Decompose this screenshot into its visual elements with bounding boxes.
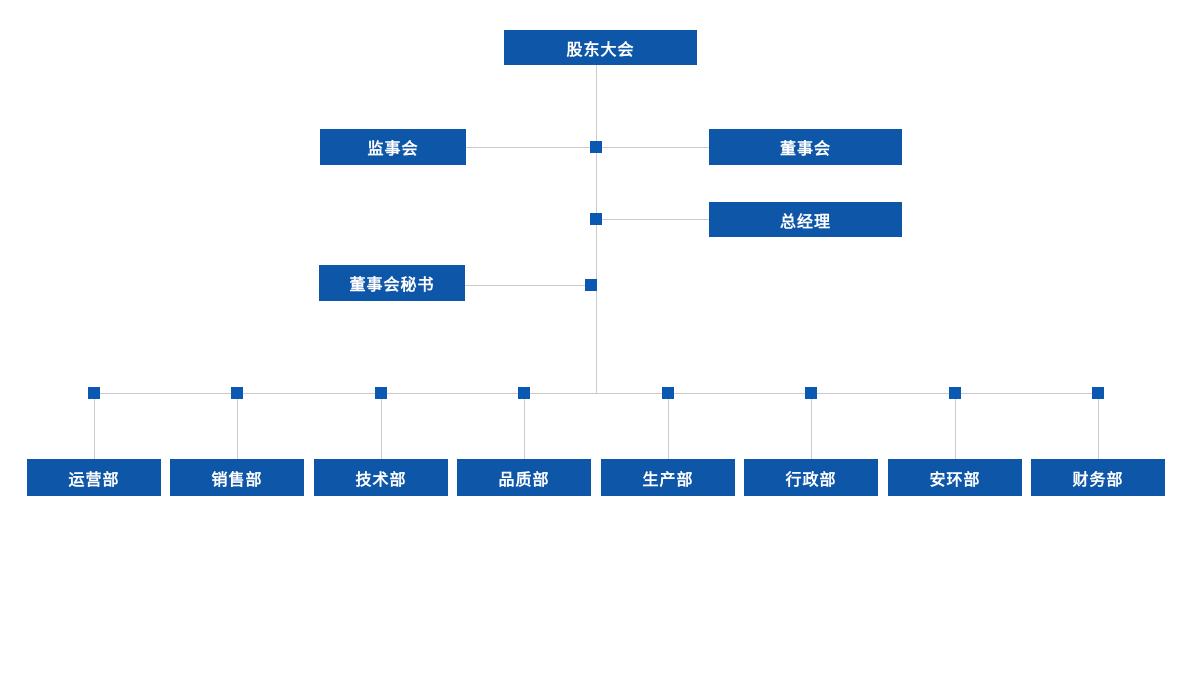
junction-node-dept-6: [805, 387, 817, 399]
connector-drop-dept-1: [94, 393, 95, 459]
junction-node-dept-5: [662, 387, 674, 399]
junction-node-dept-4: [518, 387, 530, 399]
org-node-dept-production: 生产部: [601, 459, 735, 496]
junction-node-dept-2: [231, 387, 243, 399]
org-node-dept-administration: 行政部: [744, 459, 878, 496]
junction-node-dept-3: [375, 387, 387, 399]
junction-node-general-manager: [590, 213, 602, 225]
connector-drop-dept-5: [668, 393, 669, 459]
junction-node-dept-7: [949, 387, 961, 399]
org-node-dept-finance: 财务部: [1031, 459, 1165, 496]
connector-drop-dept-3: [381, 393, 382, 459]
connector-general-manager: [596, 219, 709, 220]
connector-drop-dept-6: [811, 393, 812, 459]
org-node-dept-operations: 运营部: [27, 459, 161, 496]
connector-board-secretary: [465, 285, 596, 286]
connector-departments-horizontal: [93, 393, 1099, 394]
org-node-board-secretary: 董事会秘书: [319, 265, 465, 301]
org-node-dept-quality: 品质部: [457, 459, 591, 496]
org-node-general-manager: 总经理: [709, 202, 902, 237]
junction-node-board-secretary: [585, 279, 597, 291]
connector-supervisory-board: [466, 147, 709, 148]
org-node-dept-technology: 技术部: [314, 459, 448, 496]
org-node-supervisory-board: 监事会: [320, 129, 466, 165]
connector-center-vertical: [596, 65, 597, 393]
junction-node-level2: [590, 141, 602, 153]
junction-node-dept-1: [88, 387, 100, 399]
connector-drop-dept-4: [524, 393, 525, 459]
connector-drop-dept-2: [237, 393, 238, 459]
org-node-dept-safety-environment: 安环部: [888, 459, 1022, 496]
org-node-shareholders-meeting: 股东大会: [504, 30, 697, 65]
connector-drop-dept-7: [955, 393, 956, 459]
org-node-dept-sales: 销售部: [170, 459, 304, 496]
connector-drop-dept-8: [1098, 393, 1099, 459]
org-node-board-of-directors: 董事会: [709, 129, 902, 165]
junction-node-dept-8: [1092, 387, 1104, 399]
